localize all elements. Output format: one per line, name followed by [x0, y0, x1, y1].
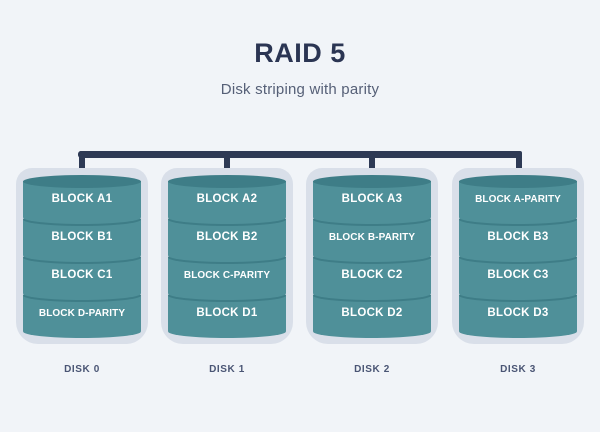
- block-stack: BLOCK A1 BLOCK B1 BLOCK C1 BLOCK D-PARITY: [23, 175, 141, 338]
- block-label: BLOCK B1: [51, 231, 113, 243]
- block-label: BLOCK B3: [487, 231, 549, 243]
- disk-label-3: DISK 3: [500, 364, 536, 375]
- block-label: BLOCK D1: [196, 307, 258, 319]
- page-subtitle: Disk striping with parity: [220, 81, 380, 98]
- cylinder-top: [23, 175, 141, 188]
- block-label: BLOCK D2: [341, 307, 403, 319]
- block-label: BLOCK D3: [487, 307, 549, 319]
- disk-label-1: DISK 1: [209, 364, 245, 375]
- block-label: BLOCK A3: [341, 193, 403, 205]
- disk-block[interactable]: BLOCK A3: [313, 175, 431, 224]
- disk-label-0: DISK 0: [64, 364, 100, 375]
- disk-column-0[interactable]: BLOCK A1 BLOCK B1 BLOCK C1 BLOCK D-PARITY: [16, 168, 148, 344]
- disk-shell: BLOCK A1 BLOCK B1 BLOCK C1 BLOCK D-PARITY: [16, 168, 148, 344]
- disk-shell: BLOCK A3 BLOCK B-PARITY BLOCK C2 BLOCK D2: [306, 168, 438, 344]
- block-label: BLOCK A2: [196, 193, 258, 205]
- disk-column-3[interactable]: BLOCK A-PARITY BLOCK B3 BLOCK C3 BLOCK D3: [452, 168, 584, 344]
- cylinder-top: [459, 175, 577, 188]
- disk-block[interactable]: BLOCK B-PARITY: [313, 213, 431, 262]
- block-stack: BLOCK A3 BLOCK B-PARITY BLOCK C2 BLOCK D2: [313, 175, 431, 338]
- block-label: BLOCK A1: [51, 193, 113, 205]
- controller-bus-line: [78, 151, 522, 158]
- disk-block[interactable]: BLOCK A2: [168, 175, 286, 224]
- block-label: BLOCK B2: [196, 231, 258, 243]
- disk-block[interactable]: BLOCK A1: [23, 175, 141, 224]
- disk-shell: BLOCK A2 BLOCK B2 BLOCK C-PARITY BLOCK D1: [161, 168, 293, 344]
- cylinder-top: [168, 175, 286, 188]
- block-label: BLOCK C1: [51, 269, 113, 281]
- block-label-parity: BLOCK C-PARITY: [183, 269, 271, 281]
- disk-column-2[interactable]: BLOCK A3 BLOCK B-PARITY BLOCK C2 BLOCK D2: [306, 168, 438, 344]
- disk-shell: BLOCK A-PARITY BLOCK B3 BLOCK C3 BLOCK D3: [452, 168, 584, 344]
- block-label-parity: BLOCK B-PARITY: [328, 231, 416, 243]
- page-title: RAID 5: [254, 38, 346, 68]
- block-label: BLOCK C2: [341, 269, 403, 281]
- block-stack: BLOCK A2 BLOCK B2 BLOCK C-PARITY BLOCK D1: [168, 175, 286, 338]
- disk-block[interactable]: BLOCK A-PARITY: [459, 175, 577, 224]
- block-label-parity: BLOCK D-PARITY: [38, 307, 126, 319]
- block-label: BLOCK C3: [487, 269, 549, 281]
- block-label-parity: BLOCK A-PARITY: [475, 193, 561, 205]
- disk-column-1[interactable]: BLOCK A2 BLOCK B2 BLOCK C-PARITY BLOCK D1: [161, 168, 293, 344]
- block-stack: BLOCK A-PARITY BLOCK B3 BLOCK C3 BLOCK D3: [459, 175, 577, 338]
- disk-label-2: DISK 2: [354, 364, 390, 375]
- cylinder-top: [313, 175, 431, 188]
